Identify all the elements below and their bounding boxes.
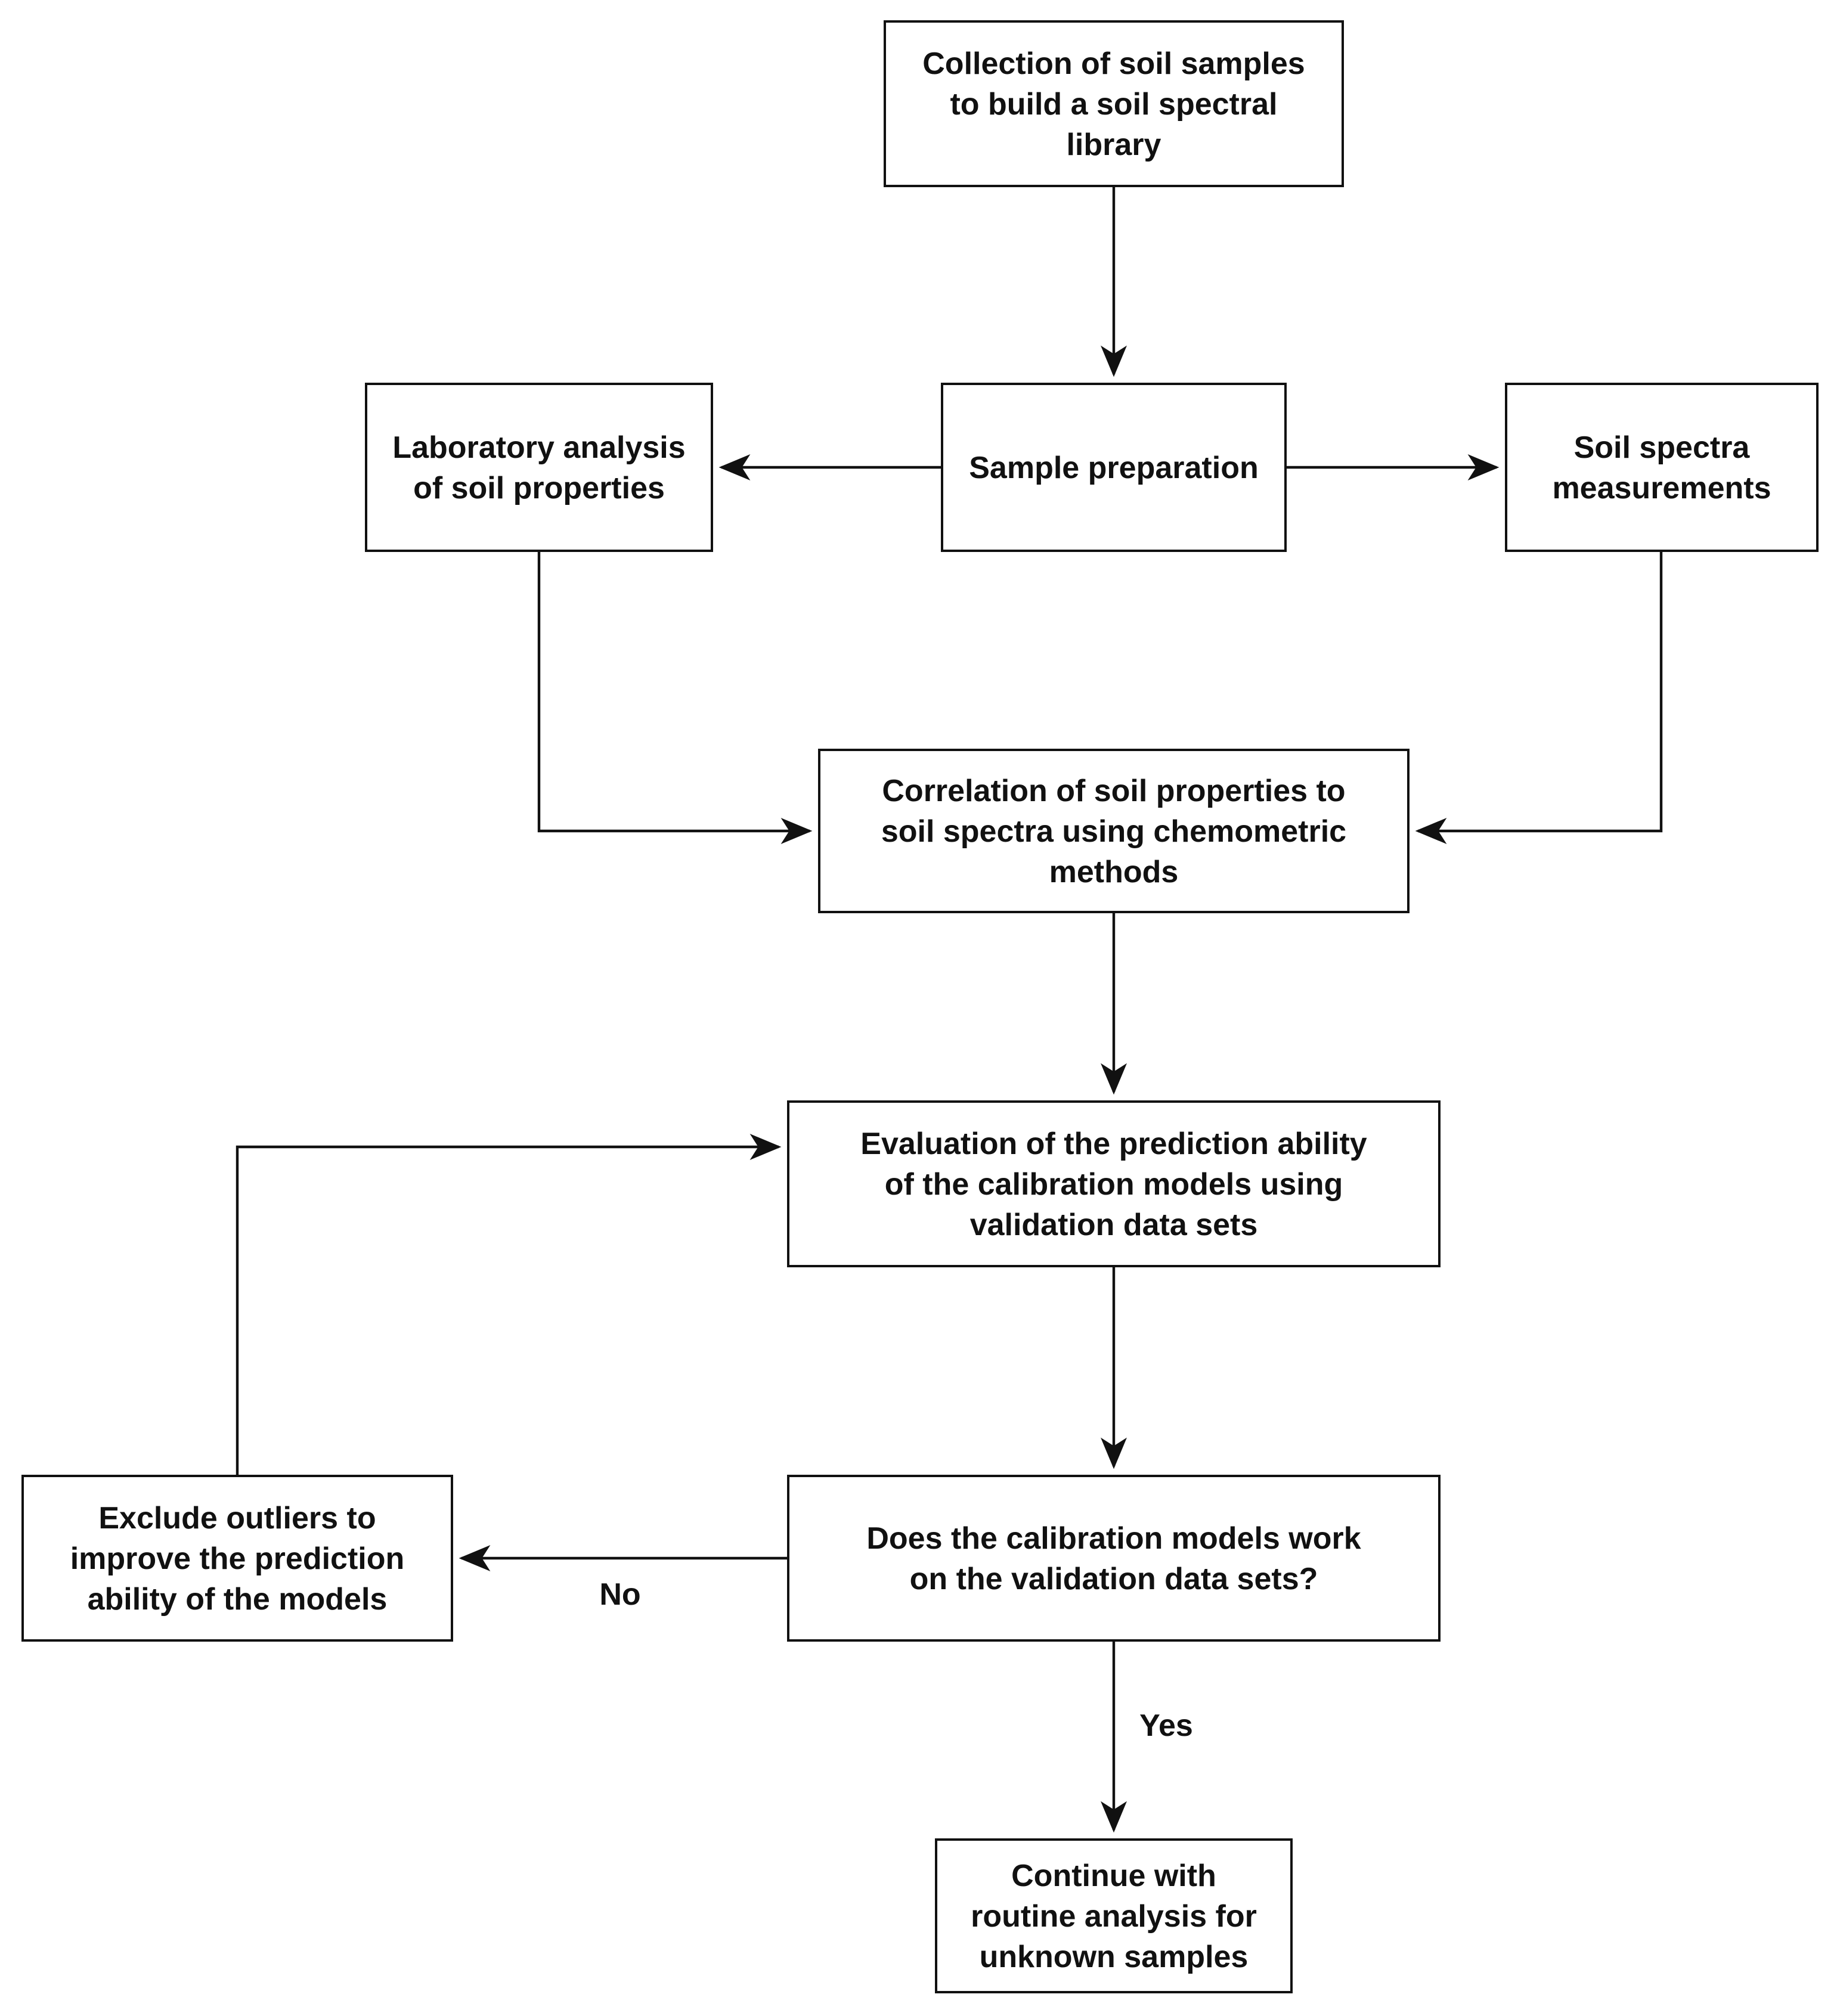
connector-lab-to-correlation — [537, 552, 813, 844]
node-exclude-outliers: Exclude outliers to improve the predicti… — [21, 1475, 453, 1642]
node-soil-spectra-measurements: Soil spectra measurements — [1505, 383, 1819, 552]
connector-spectra-to-correlation — [1415, 552, 1663, 844]
edge-label-yes: Yes — [1139, 1707, 1193, 1743]
node-evaluation-prediction-ability: Evaluation of the prediction ability of … — [787, 1100, 1441, 1267]
node-decision-models-work: Does the calibration models work on the … — [787, 1475, 1441, 1642]
node-collect-soil-samples: Collection of soil samples to build a so… — [884, 20, 1344, 187]
node-correlation-chemometric: Correlation of soil properties to soil s… — [818, 749, 1410, 913]
node-sample-preparation: Sample preparation — [941, 383, 1287, 552]
node-continue-routine-analysis: Continue with routine analysis for unkno… — [935, 1838, 1293, 1993]
node-laboratory-analysis: Laboratory analysis of soil properties — [365, 383, 713, 552]
connector-exclude-to-evaluation — [236, 1134, 782, 1475]
edge-label-no: No — [599, 1576, 641, 1612]
